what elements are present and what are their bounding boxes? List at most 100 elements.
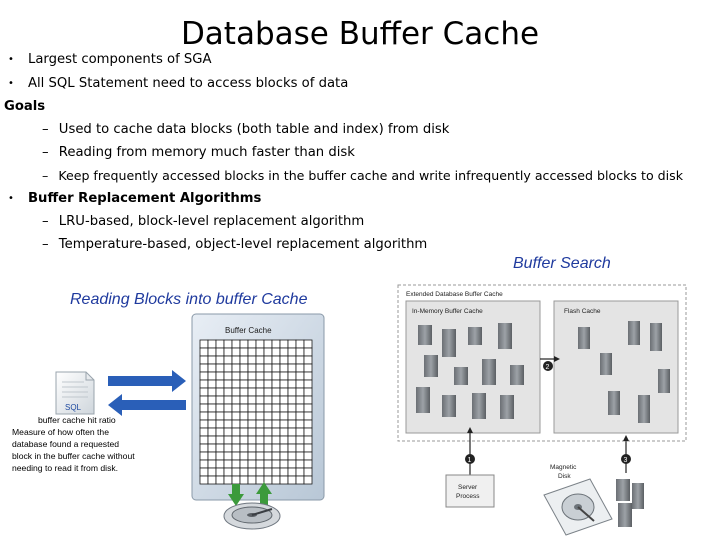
buffer-cell xyxy=(279,459,289,469)
hard-drive-icon xyxy=(223,502,281,530)
buffer-grid xyxy=(199,339,313,485)
buffer-cell xyxy=(303,339,313,349)
buffer-cell xyxy=(247,339,257,349)
step-2-label: 2 xyxy=(546,364,550,371)
buffer-cell xyxy=(247,427,257,437)
buffer-cell xyxy=(255,355,265,365)
buffer-cell xyxy=(239,387,249,397)
dash-marker: – xyxy=(42,122,49,137)
buffer-cell xyxy=(247,459,257,469)
left-arrow xyxy=(108,394,186,416)
buffer-cell xyxy=(207,475,217,485)
buffer-cell xyxy=(287,451,297,461)
buffer-cell xyxy=(231,387,241,397)
buffer-cell xyxy=(255,467,265,477)
buffer-cell xyxy=(303,411,313,421)
buffer-cell xyxy=(207,339,217,349)
buffer-cell xyxy=(231,459,241,469)
buffer-cell xyxy=(287,427,297,437)
buffer-cell xyxy=(303,467,313,477)
buffer-cell xyxy=(255,339,265,349)
buffer-cell xyxy=(279,427,289,437)
algorithm-text: Temperature-based, object-level replacem… xyxy=(58,237,428,252)
buffer-cell xyxy=(215,387,225,397)
buffer-cell xyxy=(255,403,265,413)
goal-text: Used to cache data blocks (both table an… xyxy=(58,122,450,137)
buffer-cell xyxy=(239,435,249,445)
buffer-cell xyxy=(255,411,265,421)
buffer-search-heading: Buffer Search xyxy=(513,255,611,272)
buffer-cell xyxy=(287,443,297,453)
buffer-cell xyxy=(207,443,217,453)
buffer-cell xyxy=(255,459,265,469)
buffer-cell xyxy=(239,467,249,477)
buffer-cell xyxy=(255,427,265,437)
buffer-cell xyxy=(271,427,281,437)
buffer-cell xyxy=(231,339,241,349)
buffer-cell xyxy=(295,339,305,349)
buffer-cell xyxy=(263,467,273,477)
buffer-cell xyxy=(287,475,297,485)
buffer-cell xyxy=(263,459,273,469)
buffer-cell xyxy=(263,403,273,413)
goals-heading: Goals xyxy=(4,99,46,114)
buffer-cell xyxy=(207,419,217,429)
buffer-cell xyxy=(207,435,217,445)
buffer-cell xyxy=(199,355,209,365)
buffer-cell xyxy=(271,475,281,485)
down-arrow xyxy=(228,484,244,506)
right-arrow xyxy=(108,370,186,392)
server-process-box xyxy=(445,474,495,508)
buffer-cell xyxy=(231,419,241,429)
buffer-cell xyxy=(287,411,297,421)
buffer-cell xyxy=(231,403,241,413)
reading-blocks-heading: Reading Blocks into buffer Cache xyxy=(70,291,308,308)
buffer-cell xyxy=(255,451,265,461)
buffer-cell xyxy=(295,347,305,357)
buffer-cell xyxy=(295,387,305,397)
buffer-cell xyxy=(215,339,225,349)
buffer-cell xyxy=(223,379,233,389)
buffer-cell xyxy=(271,419,281,429)
buffer-cell xyxy=(287,379,297,389)
buffer-cell xyxy=(199,475,209,485)
buffer-cell xyxy=(247,411,257,421)
buffer-cell xyxy=(263,379,273,389)
buffer-cell xyxy=(215,395,225,405)
buffer-cell xyxy=(263,443,273,453)
buffer-cell xyxy=(271,451,281,461)
buffer-cell xyxy=(199,371,209,381)
buffer-cache-label: Buffer Cache xyxy=(225,326,272,335)
buffer-cell xyxy=(223,371,233,381)
buffer-cell xyxy=(271,347,281,357)
buffer-cell xyxy=(231,475,241,485)
buffer-cell xyxy=(263,339,273,349)
buffer-cell xyxy=(287,403,297,413)
buffer-cell xyxy=(207,459,217,469)
buffer-cell xyxy=(239,419,249,429)
buffer-cell xyxy=(247,451,257,461)
buffer-cell xyxy=(247,347,257,357)
buffer-cell xyxy=(279,403,289,413)
buffer-cell xyxy=(247,435,257,445)
buffer-cell xyxy=(263,395,273,405)
buffer-cell xyxy=(207,427,217,437)
buffer-cell xyxy=(271,363,281,373)
buffer-cell xyxy=(263,475,273,485)
hit-ratio-caption-line: needing to read it from disk. xyxy=(12,463,119,473)
buffer-cell xyxy=(279,467,289,477)
buffer-cell xyxy=(263,411,273,421)
buffer-cell xyxy=(271,443,281,453)
buffer-cell xyxy=(239,427,249,437)
buffer-cell xyxy=(279,371,289,381)
buffer-cell xyxy=(231,427,241,437)
buffer-cell xyxy=(239,347,249,357)
buffer-cell xyxy=(207,411,217,421)
buffer-cell xyxy=(295,467,305,477)
buffer-cell xyxy=(231,435,241,445)
slide-title: Database Buffer Cache xyxy=(180,16,540,52)
buffer-cell xyxy=(295,371,305,381)
buffer-cell xyxy=(287,435,297,445)
buffer-cell xyxy=(223,459,233,469)
algorithm-item: – Temperature-based, object-level replac… xyxy=(42,234,427,256)
